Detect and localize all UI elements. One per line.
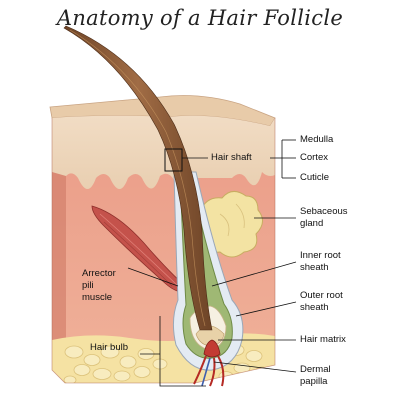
leader-lines xyxy=(127,139,297,387)
label-inner-root-sheath: Inner root sheath xyxy=(300,250,341,273)
hair-shaft-zoom-box xyxy=(164,148,183,172)
epidermis xyxy=(52,115,275,189)
label-arrector-pili-muscle: Arrector pili muscle xyxy=(82,268,116,303)
label-sebaceous-gland: Sebaceous gland xyxy=(300,206,348,229)
label-hair-bulb: Hair bulb xyxy=(90,342,129,353)
dermal-papilla xyxy=(193,339,225,387)
label-cuticle: Cuticle xyxy=(300,172,330,183)
label-dermal-papilla: Dermal papilla xyxy=(300,364,331,387)
hair-shaft xyxy=(63,25,213,331)
label-hair-shaft: Hair shaft xyxy=(211,152,252,163)
label-medulla: Medulla xyxy=(300,134,334,145)
label-cortex: Cortex xyxy=(300,152,328,163)
label-hair-matrix: Hair matrix xyxy=(300,334,346,345)
diagram-title: Anatomy of a Hair Follicle xyxy=(56,6,344,30)
label-outer-root-sheath: Outer root sheath xyxy=(300,290,343,313)
